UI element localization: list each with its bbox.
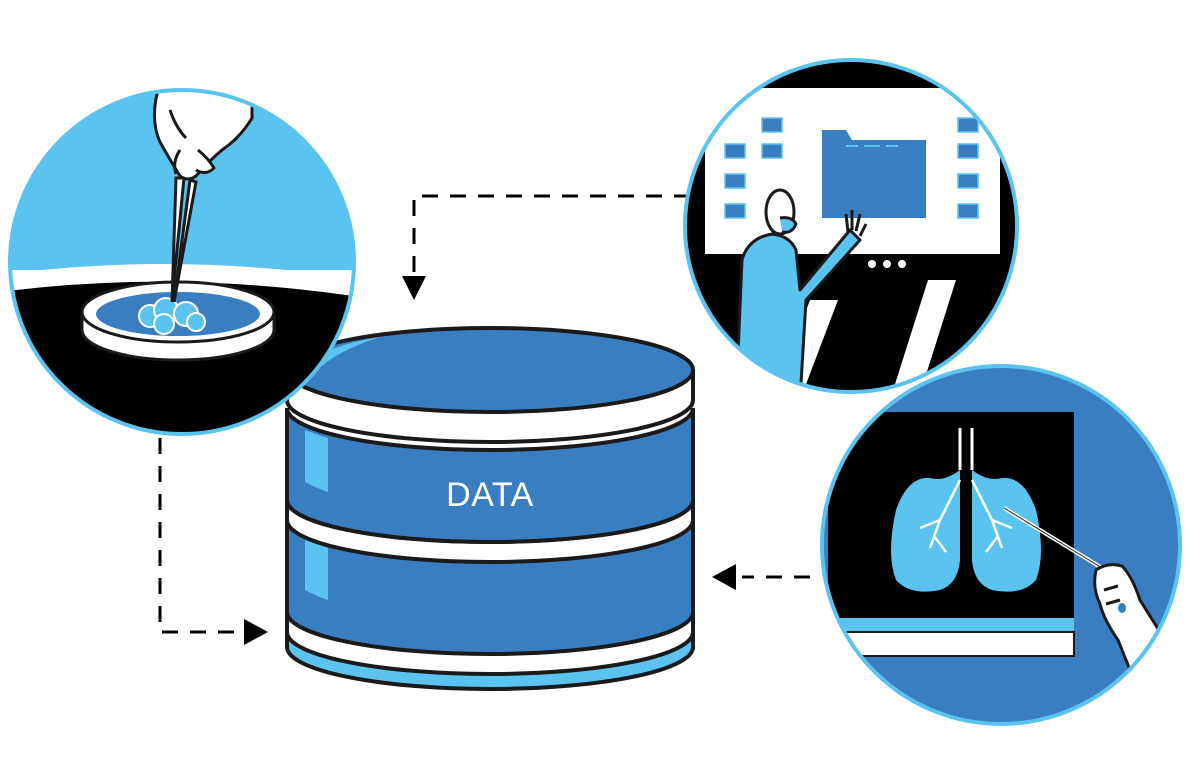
petri-scene-frame xyxy=(8,88,356,436)
gloved-hand-icon xyxy=(153,90,254,181)
arrowhead-left-icon xyxy=(712,564,736,590)
petri-dish-icon xyxy=(80,280,276,362)
folder-icons xyxy=(724,117,979,219)
db-upper-body xyxy=(285,407,695,544)
db-highlights xyxy=(305,337,380,600)
arrow-from-screen-scene xyxy=(412,194,690,278)
db-highlight-lower xyxy=(305,540,328,600)
researcher-screen-scene xyxy=(683,58,1019,394)
database-cylinder-icon xyxy=(285,326,695,691)
tissue-sample-icon xyxy=(138,297,206,335)
tweezers-icon xyxy=(170,176,198,303)
xray-scene-frame xyxy=(820,364,1182,726)
researcher-person-icon xyxy=(734,188,868,392)
petri-dish-scene xyxy=(8,88,356,436)
arrow-heads xyxy=(244,276,736,645)
dashed-arrows xyxy=(158,194,810,634)
db-highlight-upper xyxy=(305,430,328,492)
db-lid xyxy=(285,326,695,414)
arrowhead-down-icon xyxy=(402,276,426,300)
screen-scene-frame xyxy=(683,58,1019,394)
database-label: DATA xyxy=(446,476,534,514)
folder-icon xyxy=(822,130,926,218)
arrowhead-right-icon xyxy=(244,619,268,645)
arrow-from-petri-scene xyxy=(158,438,250,634)
db-lid-shine xyxy=(310,337,380,366)
lung-xray-scene xyxy=(820,364,1182,726)
more-dots-icon xyxy=(868,260,906,268)
